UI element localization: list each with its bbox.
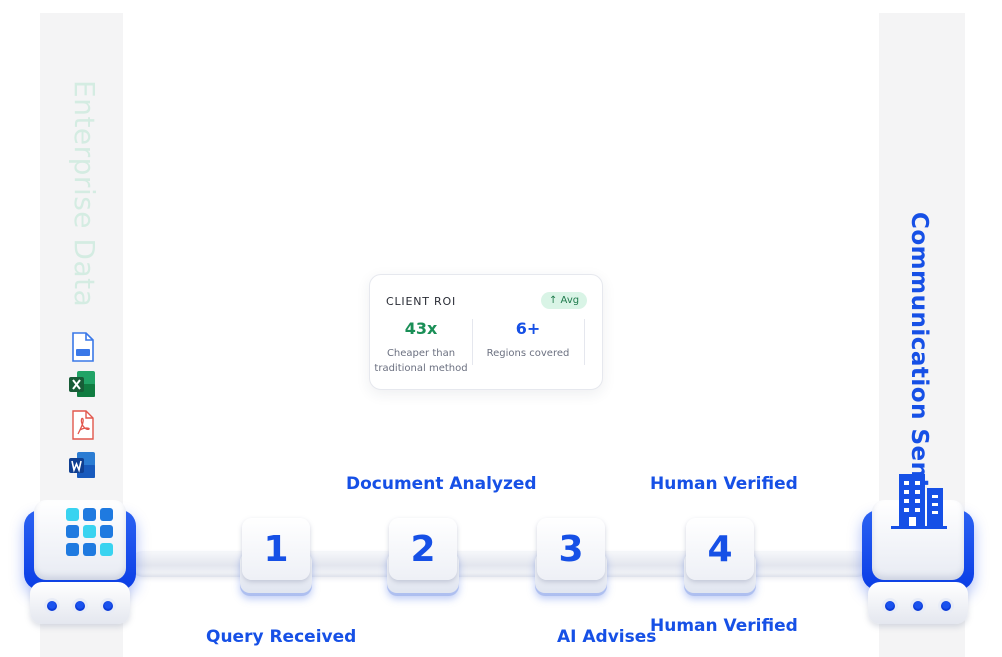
roi-metric-value: 43x	[404, 319, 438, 338]
enterprise-data-title: Enterprise Data	[68, 80, 101, 308]
file-icon	[72, 332, 94, 362]
roi-card-title: CLIENT ROI	[386, 295, 456, 308]
roi-metric-value: 6+	[515, 319, 541, 338]
step-number: 3	[537, 518, 605, 580]
step-label-ai-advises: AI Advises	[557, 627, 657, 647]
step-number: 4	[686, 518, 754, 580]
step-number: 1	[242, 518, 310, 580]
step-node-2: 2	[387, 518, 459, 596]
excel-icon	[69, 371, 95, 397]
step-number: 2	[389, 518, 457, 580]
step-label-document-analyzed: Document Analyzed	[346, 474, 537, 494]
roi-divider	[472, 319, 473, 365]
word-icon	[69, 452, 95, 478]
pdf-icon	[72, 410, 94, 440]
building-icon	[891, 474, 947, 529]
client-roi-card: CLIENT ROI ↑ Avg 43x Cheaper than tradit…	[369, 274, 603, 390]
step-node-3: 3	[535, 518, 607, 596]
step-label-human-verified-bottom: Human Verified	[650, 616, 798, 636]
step-node-4: 4	[684, 518, 756, 596]
avg-badge: ↑ Avg	[541, 292, 588, 309]
step-node-1: 1	[240, 518, 312, 596]
roi-metric-description: Regions covered	[486, 348, 570, 359]
roi-metric-description: Cheaper than traditional method	[374, 348, 468, 374]
apps-grid-icon	[66, 508, 114, 556]
roi-metric-regions: 6+ Regions covered	[478, 319, 578, 361]
step-label-query-received: Query Received	[206, 627, 357, 647]
step-label-human-verified: Human Verified	[650, 474, 798, 494]
communication-sent-title: Communication Sent	[906, 212, 932, 490]
enterprise-data-hub	[24, 500, 136, 628]
roi-metric-cost: 43x Cheaper than traditional method	[371, 319, 471, 376]
roi-divider	[584, 319, 585, 365]
